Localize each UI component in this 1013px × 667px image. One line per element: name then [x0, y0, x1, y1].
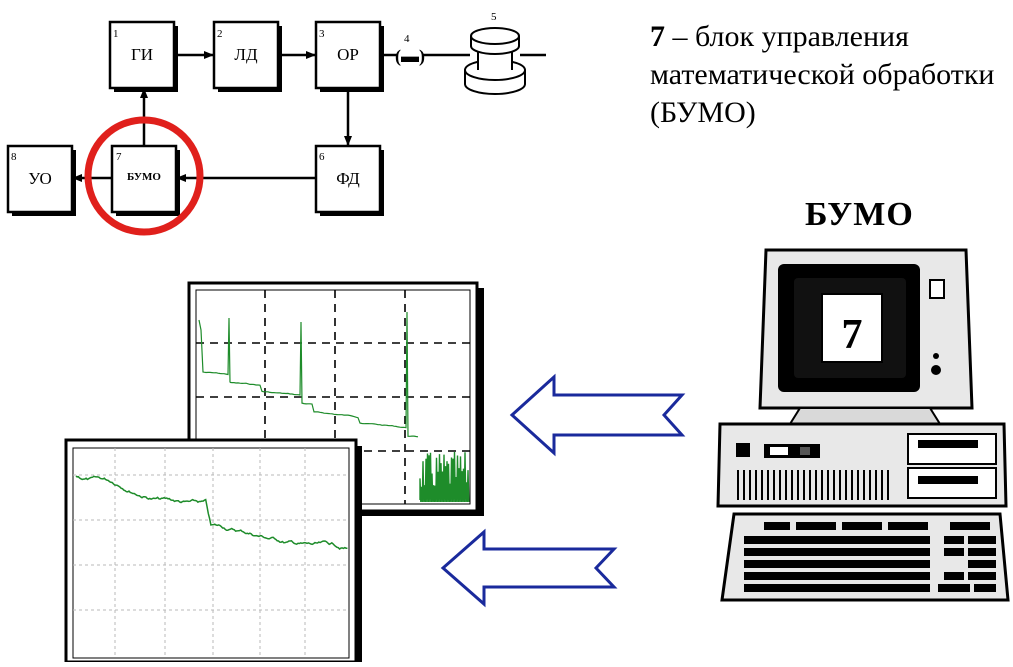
fiber-spool-icon: 5	[464, 11, 526, 95]
block-gi: 1 ГИ	[108, 20, 176, 90]
block-fd-number: 6	[319, 151, 325, 163]
reflectogram-trace-lower	[75, 475, 348, 550]
connector-number: 4	[404, 33, 410, 45]
block-ld-label: ЛД	[234, 45, 258, 64]
reflectogram-screen-lower	[64, 438, 362, 666]
spool-number: 5	[491, 11, 497, 23]
block-bumo-label: БУМО	[127, 171, 161, 183]
computer-icon: 7	[716, 248, 1010, 602]
reflectogram-trace-upper	[198, 311, 419, 438]
connector-4: 4 (▬)	[395, 33, 425, 67]
caption-number: 7	[650, 20, 665, 53]
block-or-label: ОР	[337, 45, 359, 64]
block-ld: 2 ЛД	[212, 20, 280, 90]
monitor-screen-label: 7	[842, 312, 863, 358]
arrow-left-lower-icon	[440, 528, 618, 608]
block-uo-number: 8	[11, 151, 17, 163]
caption-text: – блок управления математической обработ…	[650, 20, 995, 129]
block-fd: 6 ФД	[314, 144, 382, 214]
noise-tail-upper	[419, 451, 470, 503]
block-or-number: 3	[319, 28, 325, 40]
block-uo: 8 УО	[6, 144, 74, 214]
block-ld-number: 2	[217, 28, 223, 40]
connector-symbol: (▬)	[395, 46, 425, 67]
computer-title: БУМО	[805, 196, 914, 233]
block-uo-label: УО	[28, 169, 51, 188]
block-bumo: 7 БУМО	[110, 144, 178, 214]
arrow-left-upper-icon	[509, 373, 686, 457]
block-bumo-number: 7	[116, 151, 122, 163]
bumo-highlight-ring	[84, 116, 204, 236]
caption-block-7: 7 – блок управления математической обраб…	[650, 18, 1010, 132]
block-gi-number: 1	[113, 28, 119, 40]
block-gi-label: ГИ	[131, 45, 153, 64]
block-diagram: 1 ГИ 2 ЛД 3 ОР 6 ФД 7 БУМО 8 УО	[6, 11, 546, 236]
block-fd-label: ФД	[336, 169, 360, 188]
block-or: 3 ОР	[314, 20, 382, 90]
